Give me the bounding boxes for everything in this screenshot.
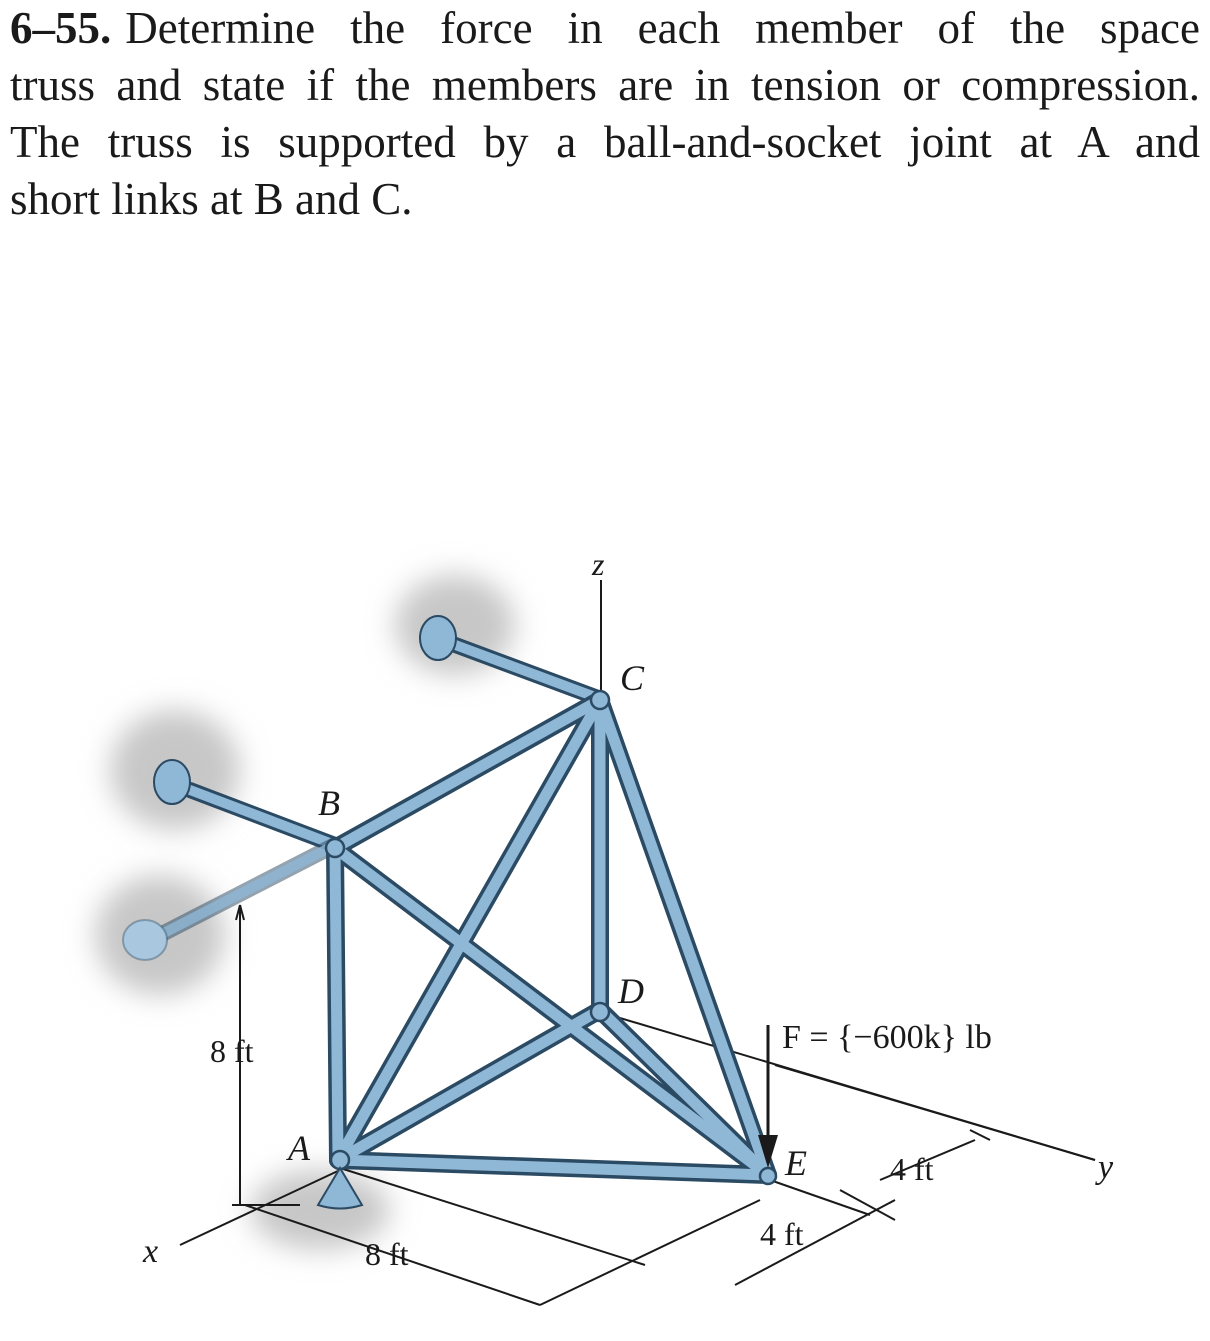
force-label: F = {−600k} lb xyxy=(782,1019,992,1056)
problem-line-2: truss and state if the members are in te… xyxy=(10,60,1200,110)
joint-D xyxy=(589,1001,611,1023)
axis-y-label: y xyxy=(1095,1149,1114,1186)
joint-label-E: E xyxy=(784,1143,807,1183)
dim-height-label: 8 ft xyxy=(210,1033,254,1069)
axis-z-label: z xyxy=(591,546,605,582)
joint-label-D: D xyxy=(617,971,644,1011)
joint-label-C: C xyxy=(620,658,645,698)
problem-line-1: 6–55.Determine the force in each member … xyxy=(10,3,1200,53)
dim-y2-label: 4 ft xyxy=(760,1216,804,1252)
axis-x-label: x xyxy=(142,1233,158,1270)
problem-statement: 6–55.Determine the force in each member … xyxy=(10,0,1200,228)
joint-C xyxy=(589,689,611,711)
problem-line-3: The truss is supported by a ball-and-soc… xyxy=(10,117,1200,167)
dim-x-label: 8 ft xyxy=(365,1236,409,1272)
truss-members xyxy=(326,691,777,1184)
problem-number: 6–55. xyxy=(10,3,112,53)
support-discs xyxy=(122,615,457,961)
joint-E xyxy=(758,1166,778,1186)
problem-line-4: short links at B and C. xyxy=(10,174,413,224)
support-links xyxy=(152,635,606,943)
figure-labels: z x y C B D A E 8 ft 8 ft 4 ft 4 ft F = … xyxy=(142,546,1114,1272)
joint-B xyxy=(324,837,346,859)
ball-socket-support xyxy=(316,1166,364,1210)
force-arrow xyxy=(758,1025,778,1168)
x-axis xyxy=(179,1169,341,1246)
dim-y1-label: 4 ft xyxy=(890,1151,934,1187)
x-dim-line xyxy=(244,1204,541,1306)
joint-label-A: A xyxy=(286,1128,311,1168)
joint-label-B: B xyxy=(318,783,340,823)
